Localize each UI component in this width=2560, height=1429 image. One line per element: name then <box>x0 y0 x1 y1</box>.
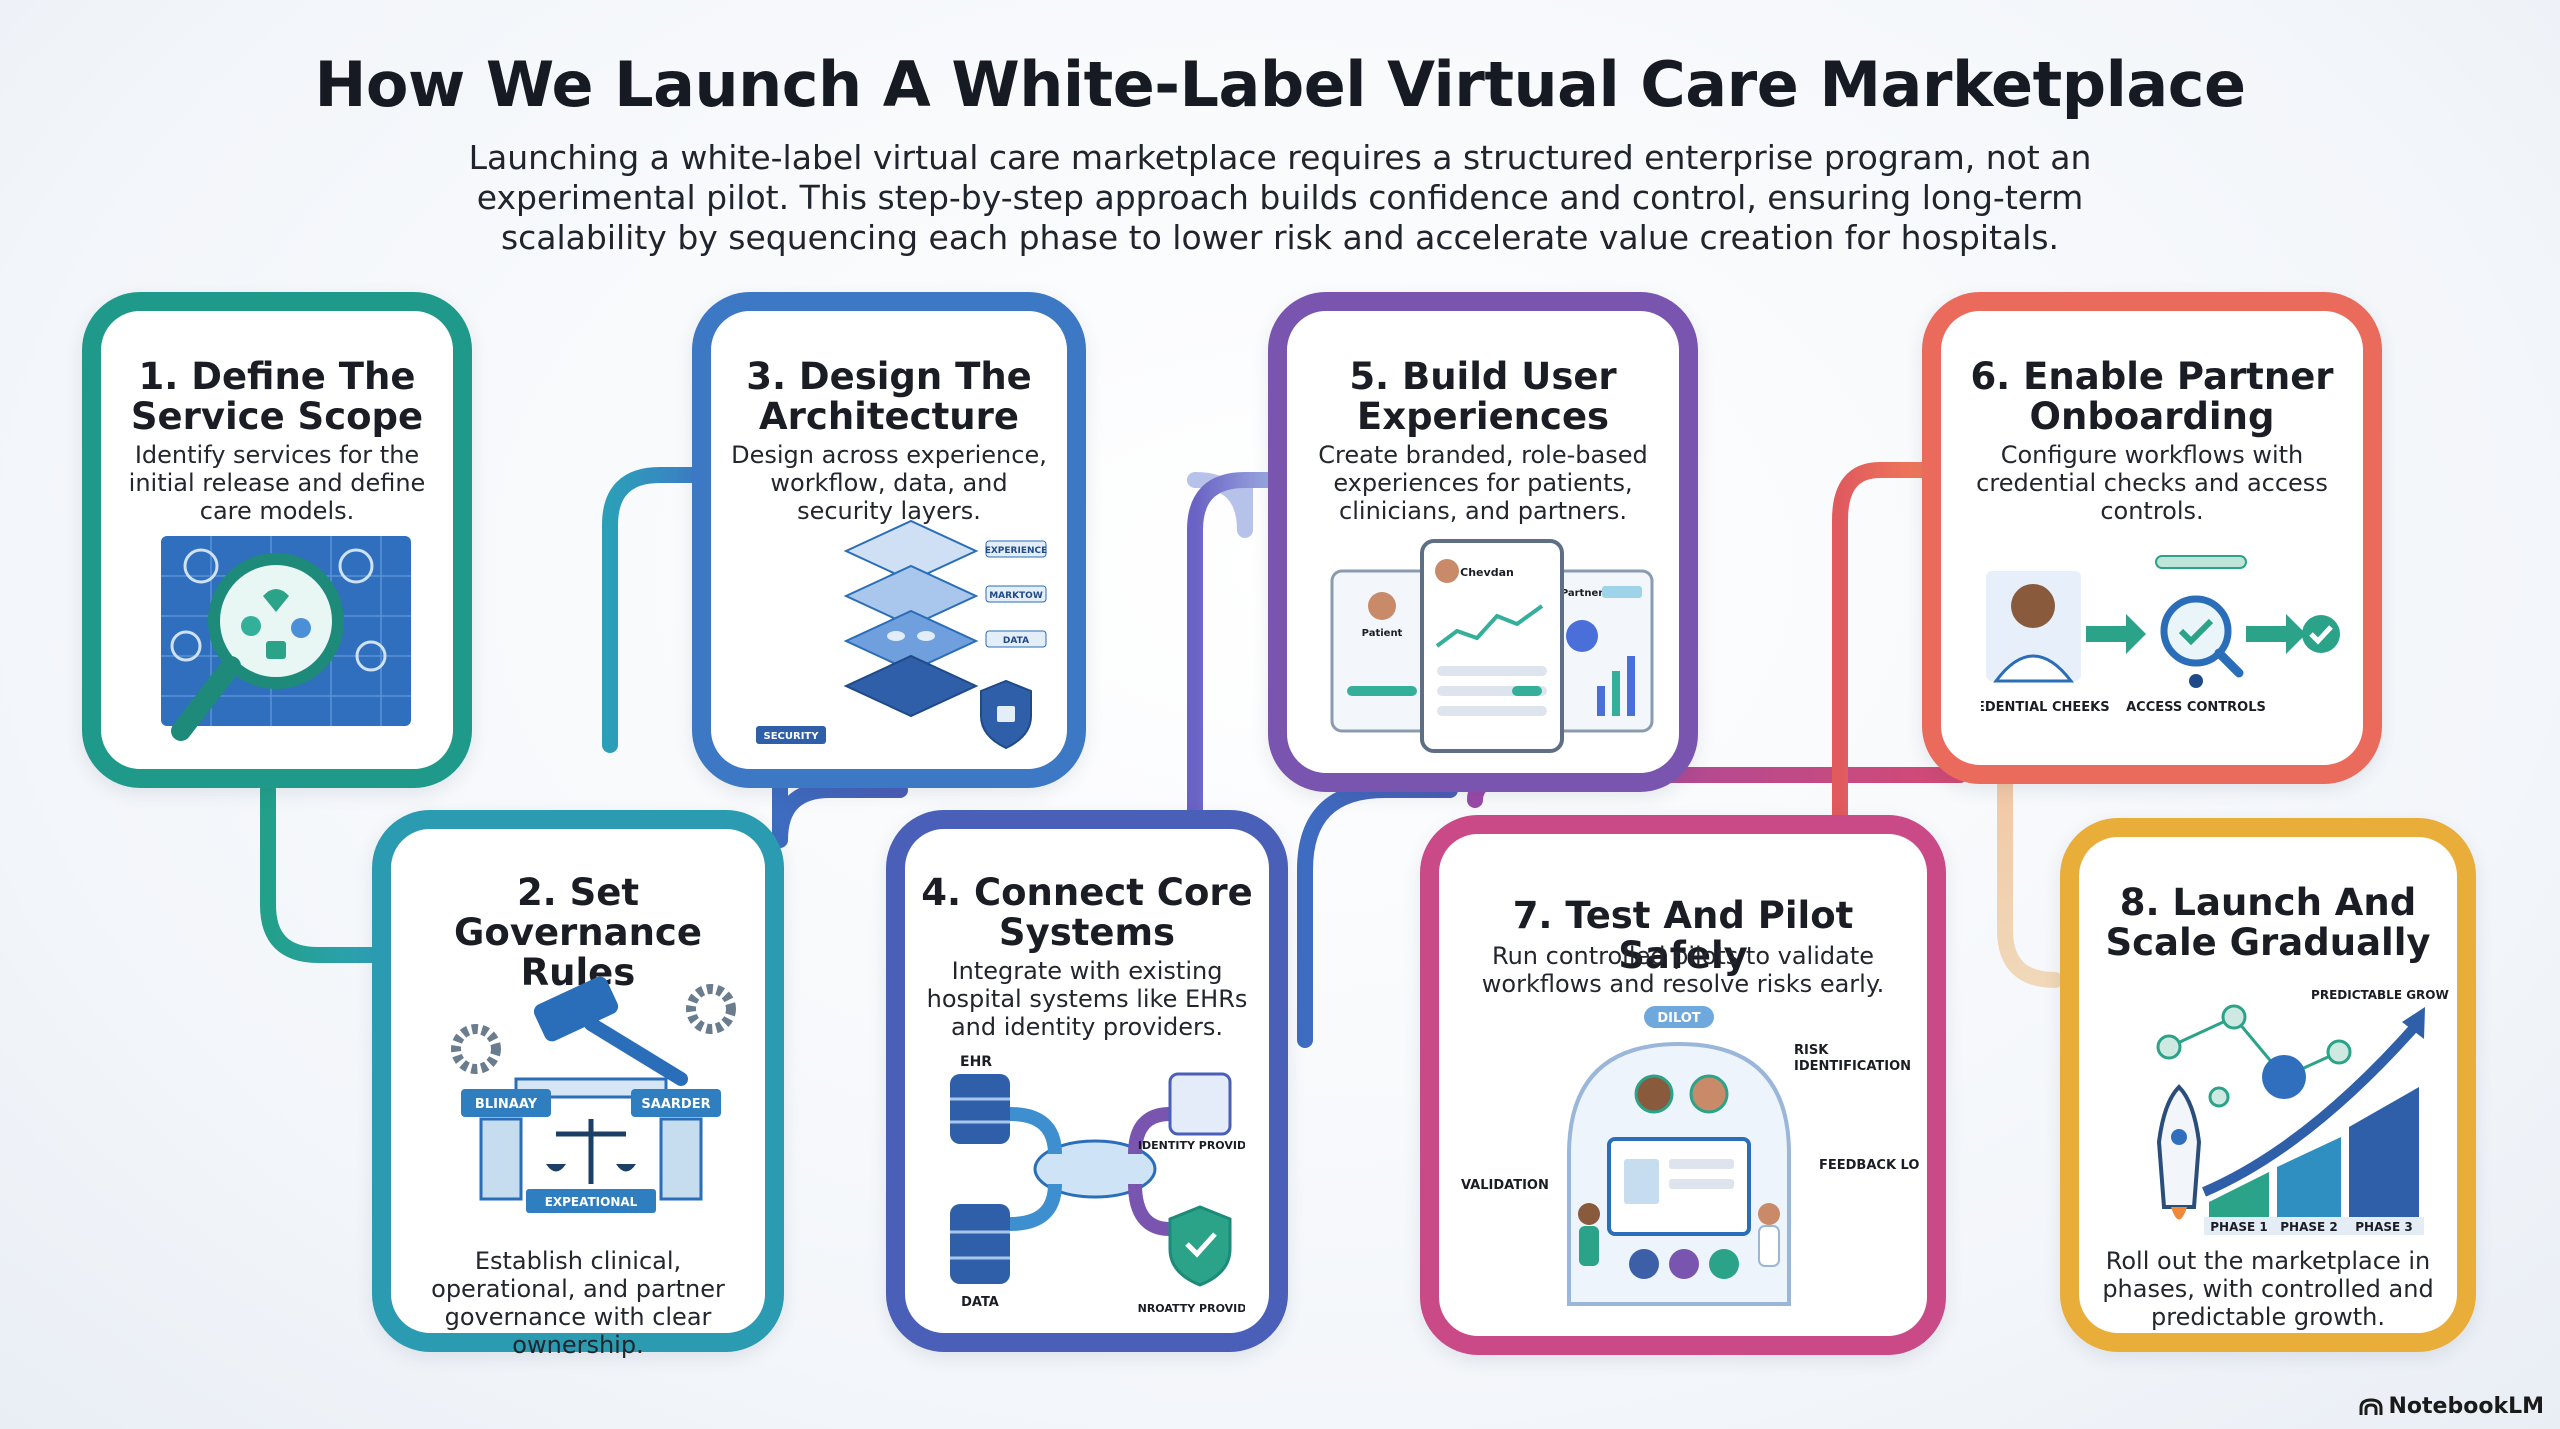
page-subtitle: Launching a white-label virtual care mar… <box>468 138 2092 257</box>
step-desc-5: Create branded, role-based experiences f… <box>1318 441 1648 525</box>
step-card-7: 7. Test And Pilot Safely Run controlled … <box>1420 815 1946 1355</box>
sys-label-ehr: EHR <box>960 1054 992 1070</box>
step-desc-6: Configure workflows with credential chec… <box>1976 441 2328 525</box>
step-title-8: 8. Launch And Scale Gradually <box>2105 881 2431 964</box>
launch-label-phase1: PHASE 1 <box>2210 1220 2268 1234</box>
page-title: How We Launch A White-Label Virtual Care… <box>314 48 2247 121</box>
sys-label-data: DATA <box>961 1295 999 1310</box>
step-card-6: 6. Enable Partner Onboarding Configure w… <box>1922 292 2382 784</box>
pilot-label-risk-2: IDENTIFICATION <box>1794 1059 1911 1074</box>
arch-label-workflow: MARKTOW <box>989 591 1043 601</box>
pilot-label-feedback: FEEDBACK LOOP <box>1819 1158 1919 1173</box>
step-desc-3: Design across experience, workflow, data… <box>731 441 1047 525</box>
launch-label-growth: PREDICTABLE GROWTH <box>2311 988 2449 1002</box>
step-title-7: 7. Test And Pilot Safely <box>1512 894 1854 977</box>
arch-label-security: SECURITY <box>764 731 820 742</box>
gov-label-1: BLINAAY <box>475 1097 538 1112</box>
user-experience-illustration: Patient Partner Chevdan <box>1330 539 1654 753</box>
step-title-4: 4. Connect Core Systems <box>921 871 1253 954</box>
ux-label-partner: Partner <box>1561 588 1603 599</box>
step-card-3: 3. Design The Architecture Design across… <box>692 292 1086 788</box>
step-title-3: 3. Design The Architecture <box>746 355 1032 438</box>
step-card-8: 8. Launch And Scale Gradually PREDICTABL… <box>2060 818 2476 1352</box>
step-title-2: 2. Set Governance Rules <box>454 871 702 994</box>
step-card-1: 1. Define The Service Scope Identify ser… <box>82 292 472 788</box>
gov-label-2: SAARDER <box>641 1097 710 1112</box>
step-desc-1: Identify services for the initial releas… <box>128 441 426 525</box>
arch-label-data: DATA <box>1003 636 1029 646</box>
onb-label-access: ACCESS CONTROLS <box>2126 700 2266 715</box>
gov-label-3: EXPEATIONAL <box>545 1195 638 1209</box>
step-desc-8: Roll out the marketplace in phases, with… <box>2102 1247 2434 1331</box>
partner-onboarding-illustration: CREDENTIAL CHEEKS ACCESS CONTROLS <box>1981 555 2340 715</box>
service-scope-illustration <box>161 536 411 741</box>
arch-label-experience: EXPERIENCE <box>985 546 1048 556</box>
architecture-illustration: EXPERIENCE MARKTOW DATA SECURITY <box>756 519 1048 750</box>
core-systems-illustration: EHR IDENTITY PROVIDER DATA NROATTY PROVI… <box>950 1054 1245 1315</box>
governance-illustration: BLINAAY SAARDER EXPEATIONAL <box>451 976 736 1213</box>
step-desc-4: Integrate with existing hospital systems… <box>926 957 1248 1041</box>
launch-label-phase2: PHASE 2 <box>2280 1220 2338 1234</box>
onb-label-credential: CREDENTIAL CHEEKS <box>1981 700 2110 715</box>
step-title-6: 6. Enable Partner Onboarding <box>1970 355 2334 438</box>
ux-label-patient: Patient <box>1362 628 1403 639</box>
step-title-5: 5. Build User Experiences <box>1349 355 1617 438</box>
pilot-label-validation: VALIDATION <box>1461 1178 1549 1193</box>
step-title-1: 1. Define The Service Scope <box>130 355 424 438</box>
sys-label-provider: NROATTY PROVIDER <box>1138 1302 1245 1315</box>
step-card-5: 5. Build User Experiences Create branded… <box>1268 292 1698 792</box>
step-card-2: 2. Set Governance Rules BLINAAY SAARDER … <box>372 810 784 1359</box>
ux-label-clinician: Chevdan <box>1460 566 1514 579</box>
brand-name: NotebookLM <box>2388 1394 2544 1419</box>
pilot-illustration: DILOT RISK IDENTIFICATION VALIDATION FEE… <box>1461 1006 1919 1306</box>
step-desc-2: Establish clinical, operational, and par… <box>431 1247 725 1359</box>
notebooklm-logo-icon <box>2359 1397 2383 1415</box>
step-desc-7: Run controlled pilots to validate workfl… <box>1481 942 1885 998</box>
sys-label-identity: IDENTITY PROVIDER <box>1138 1139 1245 1152</box>
pilot-label-risk-1: RISK <box>1794 1043 1829 1058</box>
brand-watermark: NotebookLM <box>2359 1394 2544 1419</box>
launch-scale-illustration: PREDICTABLE GROWTH PHASE 1 PHASE 2 PHASE… <box>2156 988 2449 1235</box>
launch-label-phase3: PHASE 3 <box>2355 1220 2413 1234</box>
pilot-label-dilot: DILOT <box>1657 1011 1700 1026</box>
step-card-4: 4. Connect Core Systems Integrate with e… <box>886 810 1288 1352</box>
